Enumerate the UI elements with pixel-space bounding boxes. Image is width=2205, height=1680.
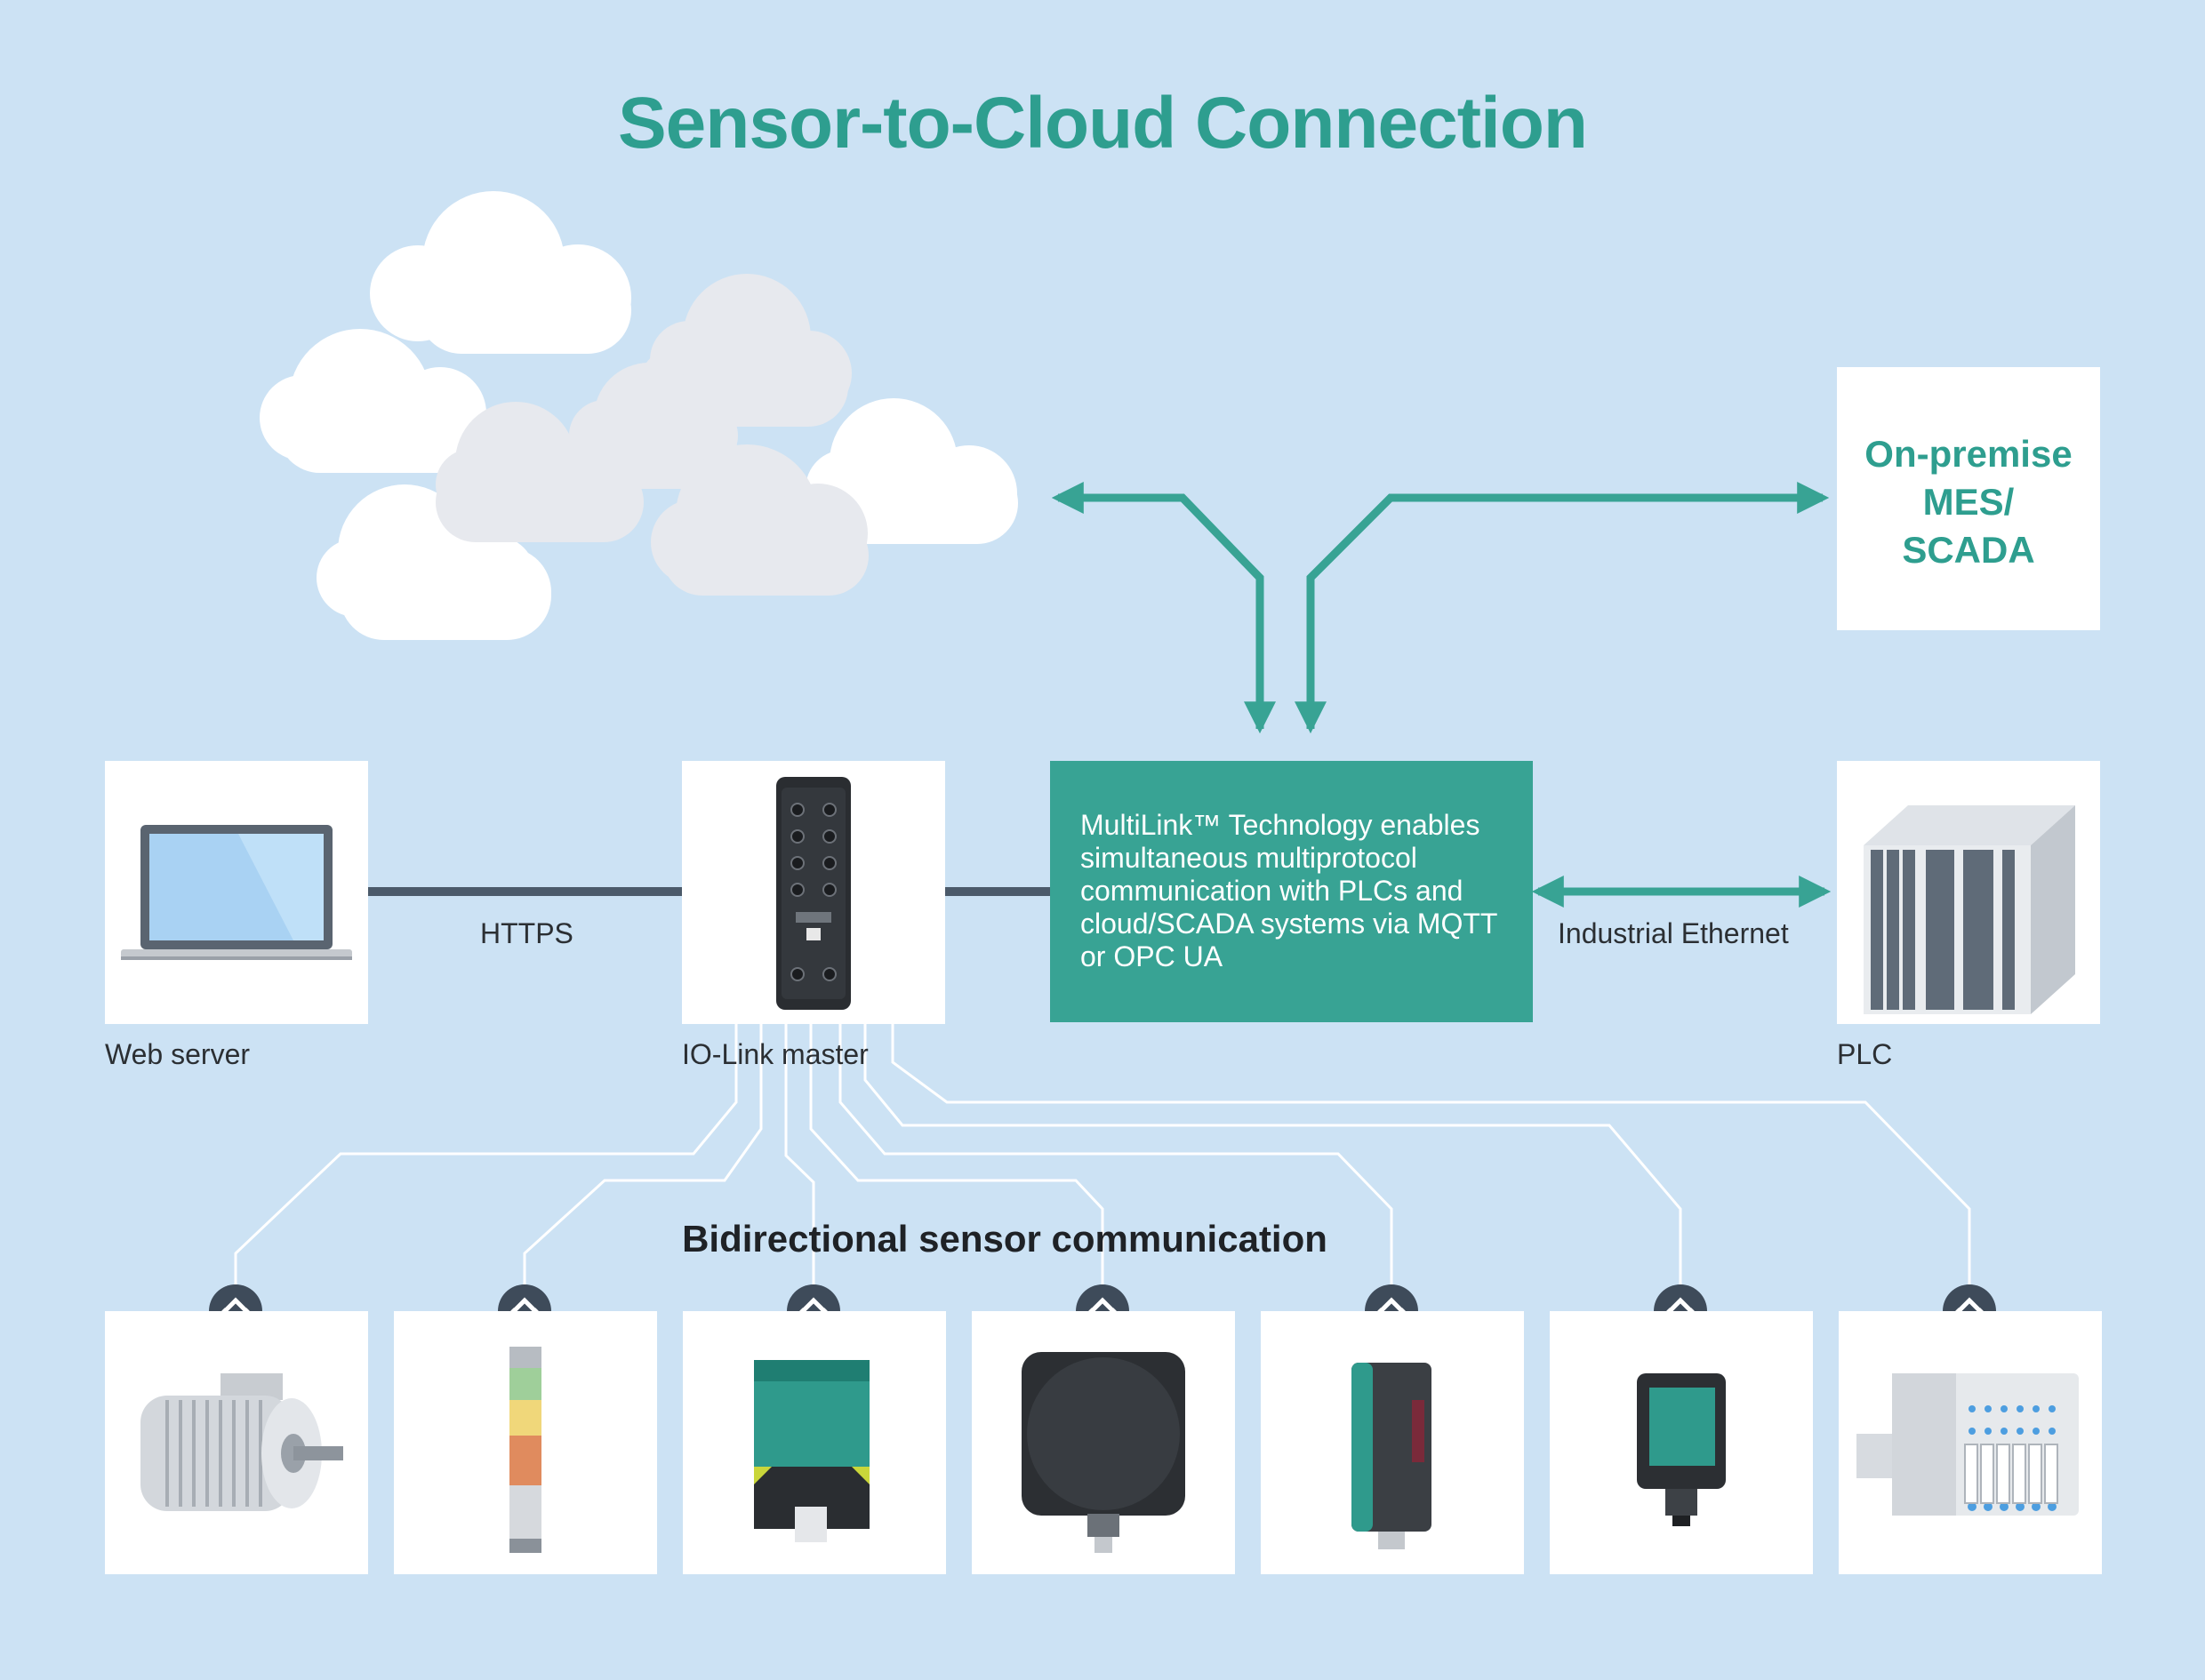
- device-box-rfid-reader: [972, 1311, 1235, 1574]
- inductive-sensor-icon: [754, 1360, 870, 1542]
- io-link-master-icon: [776, 777, 851, 1010]
- valve-terminal-icon: [1856, 1373, 2079, 1516]
- mes-line-1: On-premise: [1864, 433, 2073, 475]
- section-subtitle: Bidirectional sensor communication: [682, 1218, 1327, 1260]
- mes-line-3: SCADA: [1902, 529, 2035, 571]
- plc-icon: [1864, 805, 2075, 1014]
- mes-line-2: MES/: [1922, 481, 2015, 523]
- device-box-valve-terminal: [1839, 1311, 2102, 1574]
- mes-link-arrow: [1306, 482, 1830, 729]
- device-box-compact-sensor: [1550, 1311, 1813, 1574]
- multilink-technology-box: MultiLink™ Technology enables simultaneo…: [1050, 761, 1533, 1022]
- rfid-reader-icon: [1022, 1352, 1185, 1553]
- cloud-link-arrow: [1051, 482, 1264, 729]
- mes-scada-label: On-premise MES/ SCADA: [1837, 430, 2100, 574]
- cloud-cluster-icon: [260, 191, 1018, 640]
- io-link-master-label: IO-Link master: [682, 1038, 869, 1070]
- multilink-description: MultiLink™ Technology enables simultaneo…: [1080, 809, 1497, 972]
- plc-box: [1837, 761, 2100, 1024]
- web-server-box: [105, 761, 368, 1024]
- plc-label: PLC: [1837, 1038, 1893, 1070]
- web-server-label: Web server: [105, 1038, 251, 1070]
- photoelectric-sensor-icon: [1351, 1363, 1431, 1549]
- industrial-ethernet-label: Industrial Ethernet: [1558, 917, 1789, 949]
- page-title: Sensor-to-Cloud Connection: [617, 83, 1588, 164]
- io-link-master-box: [682, 761, 945, 1024]
- laptop-icon: [121, 825, 352, 960]
- mes-scada-box: [1837, 367, 2100, 630]
- device-box-motor: [105, 1311, 368, 1574]
- signal-tower-icon: [509, 1347, 541, 1553]
- device-box-photoelectric-sensor: [1261, 1311, 1524, 1574]
- multilink-down-arrows: [1244, 622, 1327, 734]
- motor-icon: [140, 1373, 343, 1511]
- device-box-signal-tower: [394, 1311, 657, 1574]
- https-label: HTTPS: [480, 917, 573, 949]
- sensor-fanout-lines: [234, 1022, 1971, 1289]
- device-box-inductive-sensor: [683, 1311, 946, 1574]
- compact-sensor-icon: [1637, 1373, 1726, 1526]
